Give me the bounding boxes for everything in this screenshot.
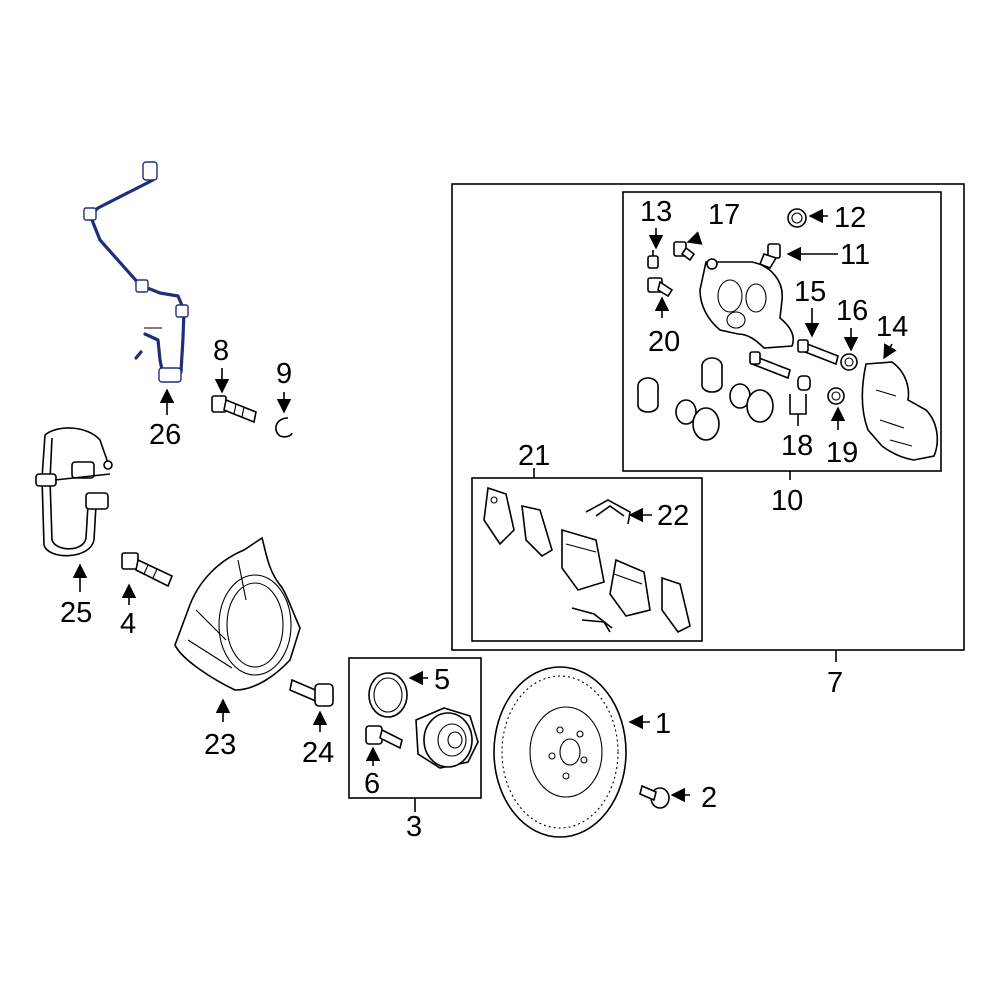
caliper-piston-right[interactable] xyxy=(701,357,723,393)
callout-8: 8 xyxy=(213,335,229,367)
brake-rotor[interactable] xyxy=(493,666,627,838)
bolt-part-24[interactable] xyxy=(289,678,334,707)
wheel-hub-bearing[interactable] xyxy=(415,707,479,769)
callout-22: 22 xyxy=(657,500,689,532)
dust-shield[interactable] xyxy=(174,536,301,691)
caliper-assembly-group-box xyxy=(451,183,965,651)
caliper-subgroup-box xyxy=(622,191,942,472)
callout-2: 2 xyxy=(701,782,717,814)
callout-17: 17 xyxy=(708,199,740,231)
callout-12: 12 xyxy=(834,202,866,234)
pad-clip-upper[interactable] xyxy=(585,499,631,525)
wear-sensor-harness-highlighted[interactable] xyxy=(83,161,189,383)
callout-24: 24 xyxy=(302,737,334,769)
callout-10: 10 xyxy=(771,485,803,517)
callout-11: 11 xyxy=(840,239,870,271)
callout-25: 25 xyxy=(60,597,92,629)
rotor-screw[interactable] xyxy=(639,784,670,809)
callout-15: 15 xyxy=(794,276,826,308)
hub-bolt[interactable] xyxy=(365,725,403,750)
callout-4: 4 xyxy=(120,608,136,640)
callout-19: 19 xyxy=(826,437,858,469)
bolt-part-8[interactable] xyxy=(211,395,257,424)
leader-lines xyxy=(72,208,897,812)
bolt-part-4[interactable] xyxy=(121,552,174,588)
callout-18: 18 xyxy=(781,430,813,462)
guide-bolt[interactable] xyxy=(758,243,781,269)
piston-seal-set[interactable] xyxy=(675,383,774,441)
caliper-bracket[interactable] xyxy=(861,361,939,461)
caliper-bolt[interactable] xyxy=(647,277,674,298)
pad-clip-lower[interactable] xyxy=(571,607,613,633)
callout-14: 14 xyxy=(876,311,908,343)
callout-9: 9 xyxy=(276,358,292,390)
brake-caliper-housing[interactable] xyxy=(699,258,795,349)
sensor-harness[interactable] xyxy=(35,427,113,557)
callout-5: 5 xyxy=(434,664,450,696)
callout-20: 20 xyxy=(648,326,680,358)
caliper-piston-left[interactable] xyxy=(637,377,659,413)
callout-6: 6 xyxy=(364,768,380,800)
callout-1: 1 xyxy=(655,708,671,740)
callout-21: 21 xyxy=(518,440,550,472)
lock-nut[interactable] xyxy=(840,353,858,371)
guide-bolt-upper[interactable] xyxy=(673,241,696,262)
callout-16: 16 xyxy=(836,295,868,327)
callout-26: 26 xyxy=(149,419,181,451)
callout-7: 7 xyxy=(827,667,843,699)
callout-3: 3 xyxy=(406,811,422,843)
guide-pin[interactable] xyxy=(797,339,839,366)
bleeder-screw[interactable] xyxy=(647,250,659,269)
brake-pad-set[interactable] xyxy=(483,486,691,634)
clip-part-9[interactable] xyxy=(275,417,293,438)
bracket-nut[interactable] xyxy=(827,387,845,405)
dust-cap[interactable] xyxy=(787,208,807,228)
slide-pin-set[interactable] xyxy=(749,351,811,391)
callout-13: 13 xyxy=(640,196,672,228)
callout-23: 23 xyxy=(204,729,236,761)
o-ring[interactable] xyxy=(368,672,408,718)
callout-18-bracket xyxy=(789,394,807,415)
brake-pad-set-box xyxy=(471,477,703,642)
